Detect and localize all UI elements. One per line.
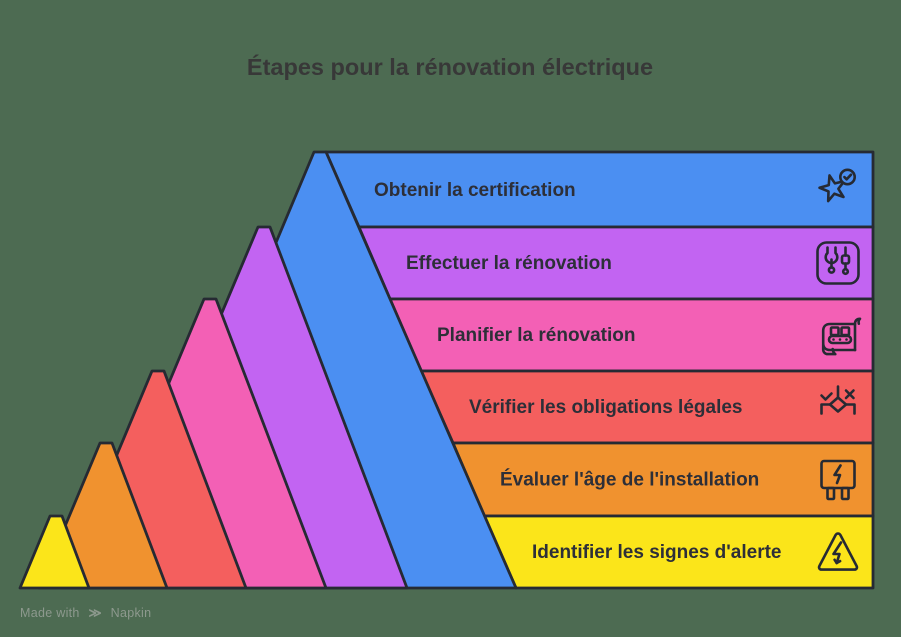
napkin-watermark: Made with ≫ Napkin: [20, 606, 151, 620]
star-check-icon: [818, 168, 856, 203]
napkin-logo-glyph: ≫: [88, 606, 101, 620]
level-labels: Obtenir la certification Effectuer la ré…: [374, 180, 782, 563]
label-identifier: Identifier les signes d'alerte: [532, 542, 782, 563]
tools-icon: [816, 241, 860, 285]
label-evaluer: Évaluer l'âge de l'installation: [500, 469, 759, 491]
label-verifier: Vérifier les obligations légales: [469, 397, 743, 418]
page-title: Étapes pour la rénovation électrique: [247, 53, 653, 80]
plug-voltage-icon: [820, 459, 856, 501]
watermark-brand: Napkin: [111, 606, 152, 620]
pyramid-peaks: [18, 150, 518, 590]
label-obtenir: Obtenir la certification: [374, 180, 576, 201]
blueprint-scroll-icon: [821, 317, 862, 356]
level-icons: [816, 168, 862, 571]
peak-yellow: [18, 514, 91, 590]
label-effectuer: Effectuer la rénovation: [406, 253, 612, 274]
warning-bolt-icon: [817, 532, 859, 571]
watermark-prefix: Made with: [20, 606, 80, 620]
label-planifier: Planifier la rénovation: [437, 325, 636, 346]
decision-check-x-icon: [820, 385, 856, 415]
